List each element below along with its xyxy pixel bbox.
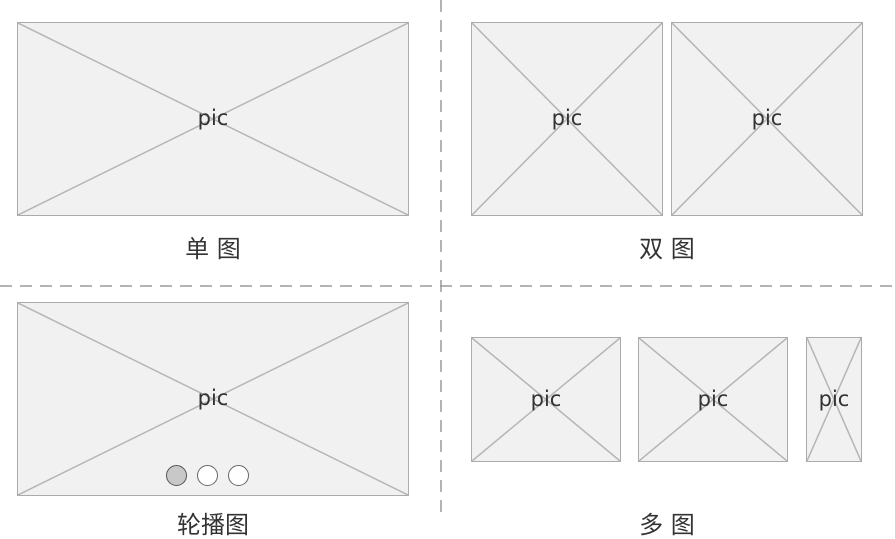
placeholder-label: pic: [818, 386, 850, 411]
placeholder-label: pic: [551, 106, 583, 131]
caption-multi-image: 多 图: [639, 511, 695, 539]
carousel-dot[interactable]: [228, 465, 249, 486]
placeholder-label: pic: [697, 386, 729, 411]
carousel-placeholder: pic: [17, 302, 409, 496]
double-image-placeholder-left: pic: [471, 22, 663, 216]
placeholder-cross-icon: [639, 338, 787, 461]
multi-image-placeholder-3: pic: [806, 337, 862, 462]
placeholder-cross-icon: [472, 338, 620, 461]
single-image-placeholder: pic: [17, 22, 409, 216]
carousel-dot[interactable]: [197, 465, 218, 486]
placeholder-cross-icon: [472, 23, 662, 215]
placeholder-label: pic: [197, 106, 229, 131]
placeholder-cross-icon: [18, 23, 408, 215]
vertical-divider: [440, 0, 442, 512]
placeholder-cross-icon: [672, 23, 862, 215]
carousel-indicator: [166, 465, 249, 486]
double-image-placeholder-right: pic: [671, 22, 863, 216]
horizontal-divider: [0, 285, 895, 287]
placeholder-cross-icon: [18, 303, 408, 495]
placeholder-label: pic: [530, 386, 562, 411]
multi-image-placeholder-2: pic: [638, 337, 788, 462]
placeholder-cross-icon: [807, 338, 861, 461]
placeholder-label: pic: [197, 386, 229, 411]
multi-image-placeholder-1: pic: [471, 337, 621, 462]
placeholder-label: pic: [751, 106, 783, 131]
caption-double-image: 双 图: [639, 235, 695, 263]
carousel-dot[interactable]: [166, 465, 187, 486]
caption-single-image: 单 图: [185, 235, 241, 263]
caption-carousel: 轮播图: [177, 511, 249, 539]
